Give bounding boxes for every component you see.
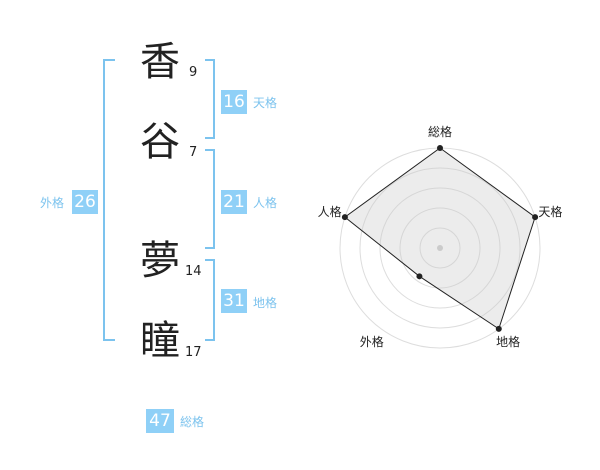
name-char-3: 夢 [140, 238, 180, 284]
radar-point-1 [437, 145, 443, 151]
stroke-count-4: 17 [185, 345, 202, 360]
radar-point-4 [416, 273, 423, 280]
radar-polygon [344, 147, 536, 330]
radar-ring-3 [379, 187, 501, 309]
radar-axis-label-2: 天格 [538, 204, 562, 219]
radar-point-3 [495, 325, 502, 332]
name-char-2: 谷 [140, 119, 180, 165]
jinkaku-value: 21 [221, 190, 247, 214]
radar-axis-label-3: 地格 [496, 334, 520, 349]
gaikaku-value: 26 [72, 190, 98, 214]
stroke-count-2: 7 [189, 145, 198, 160]
name-char-1: 香 [140, 39, 180, 85]
soukaku-label: 総格 [180, 415, 205, 429]
soukaku-value: 47 [146, 409, 174, 433]
chikaku-value: 31 [221, 289, 247, 313]
radar-axis-label-1: 総格 [428, 124, 452, 139]
tenkaku-value: 16 [221, 90, 247, 114]
stroke-count-3: 14 [185, 264, 202, 279]
stroke-count-1: 9 [189, 65, 198, 80]
radar-ring-2 [399, 207, 481, 289]
gaikaku-label: 外格 [40, 196, 65, 210]
radar-center-dot [437, 245, 443, 251]
radar-ring-4 [359, 167, 521, 329]
radar-axis-label-4: 外格 [360, 334, 384, 349]
name-char-4: 瞳 [140, 318, 180, 364]
chikaku-label: 地格 [253, 296, 278, 310]
radar-point-5 [341, 214, 348, 221]
jinkaku-label: 人格 [253, 196, 278, 210]
radar-axis-label-5: 人格 [318, 204, 342, 219]
radar-point-2 [532, 214, 539, 221]
tenkaku-label: 天格 [253, 96, 278, 110]
radar-ring-1 [419, 227, 461, 269]
